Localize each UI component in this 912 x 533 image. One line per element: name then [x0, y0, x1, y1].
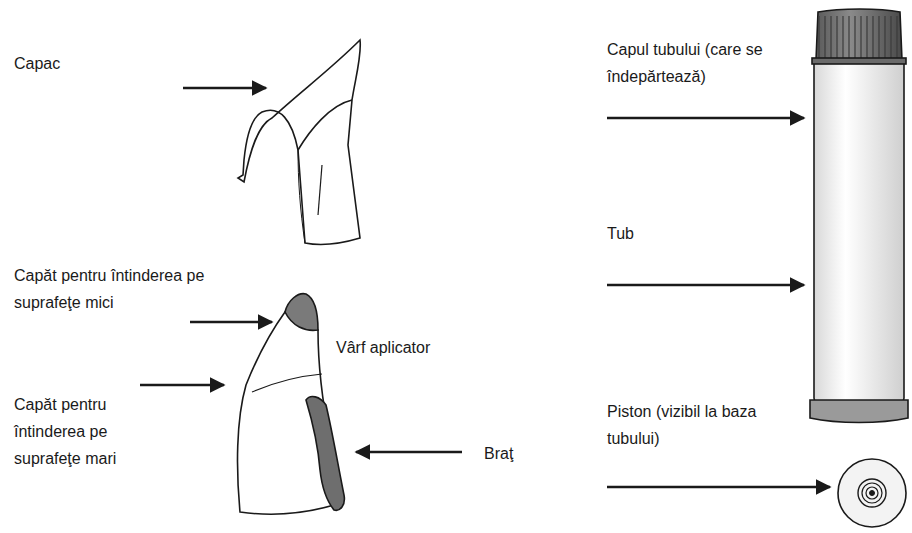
part-label: Braţ	[484, 440, 564, 467]
part-label: Capul tubului (care se îndepărtează)	[607, 36, 802, 90]
part-label: Tub	[607, 220, 727, 247]
part-label: Piston (vizibil la baza tubului)	[607, 398, 797, 452]
part-label: Capac	[14, 50, 174, 77]
cap-drawing	[238, 40, 360, 244]
applicator-drawing	[238, 294, 345, 514]
part-label: Vârf aplicator	[336, 334, 476, 361]
part-label: Capăt pentru întinderea pe suprafeţe mic…	[14, 262, 214, 316]
leader-arrows	[140, 88, 830, 487]
tube-drawing	[810, 9, 908, 423]
piston-drawing	[838, 459, 906, 527]
part-label: Capăt pentru întinderea pe suprafeţe mar…	[14, 391, 144, 472]
